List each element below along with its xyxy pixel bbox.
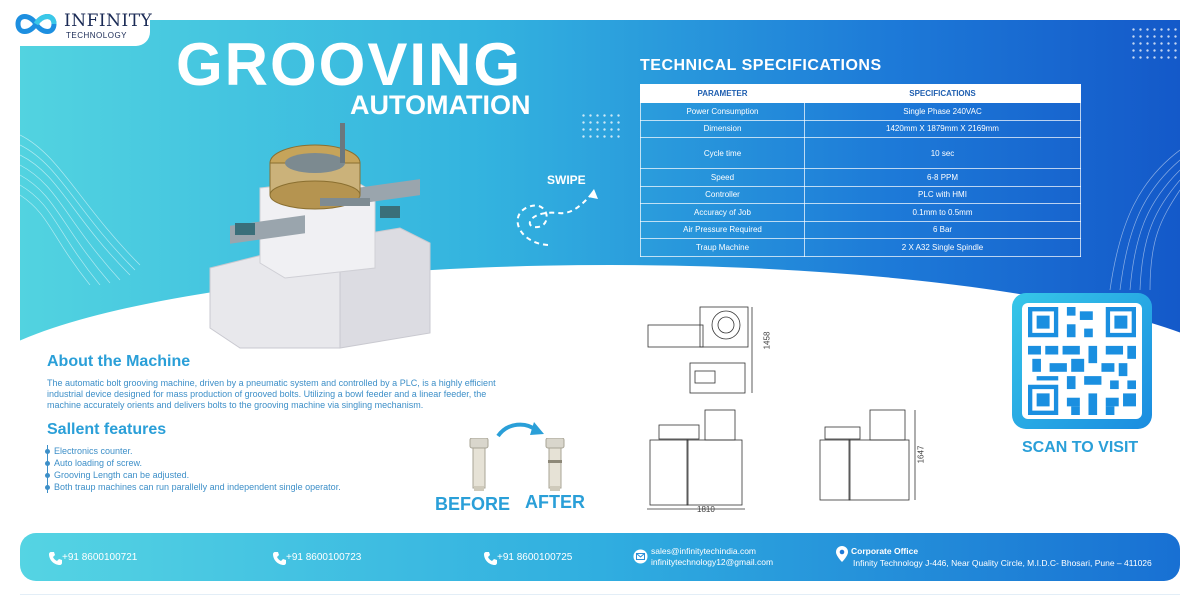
before-after-arrow-icon — [496, 422, 544, 438]
brand-sub: TECHNOLOGY — [66, 31, 128, 40]
email-2[interactable]: infinitytechnology12@gmail.com — [651, 557, 774, 567]
spec-value: 6-8 PPM — [804, 168, 1081, 187]
top-view-drawing — [647, 306, 753, 394]
phone-2[interactable]: +91 8600100723 — [286, 552, 362, 563]
mail-icon — [633, 549, 648, 564]
bolt-before-image — [469, 438, 489, 491]
phone-1[interactable]: +91 8600100721 — [62, 552, 138, 563]
specs-header-parameter: PARAMETER — [640, 84, 805, 103]
features-heading: Sallent features — [47, 421, 167, 438]
spec-value: 0.1mm to 0.5mm — [804, 203, 1081, 222]
footer-bar: +91 8600100721 +91 8600100723 +91 860010… — [20, 533, 1180, 581]
brand-name: INFINITY — [64, 11, 153, 31]
divider — [20, 594, 1180, 595]
swipe-arrow-icon[interactable] — [508, 185, 600, 251]
location-pin-icon — [836, 546, 848, 562]
dot-grid-decoration — [580, 112, 622, 142]
scan-label: SCAN TO VISIT — [1022, 439, 1139, 456]
spec-value: 1420mm X 1879mm X 2169mm — [804, 119, 1081, 138]
specs-table: PARAMETER SPECIFICATIONS Power Consumpti… — [640, 84, 1081, 257]
list-item: Electronics counter. — [45, 445, 341, 457]
dimension-label-side: 1647 — [916, 445, 926, 464]
swipe-label: SWIPE — [547, 173, 586, 187]
email-1[interactable]: sales@infinitytechindia.com — [651, 546, 757, 556]
side-view-drawing — [819, 409, 916, 501]
hero-curve — [20, 265, 1180, 350]
spec-parameter: Power Consumption — [640, 102, 805, 121]
list-item: Auto loading of screw. — [45, 457, 341, 469]
machine-illustration — [209, 123, 431, 349]
spec-parameter: Speed — [640, 168, 805, 187]
bolt-after-image — [545, 438, 565, 491]
list-item: Grooving Length can be adjusted. — [45, 469, 341, 481]
office-title: Corporate Office — [851, 546, 919, 556]
before-label: BEFORE — [435, 494, 511, 514]
dimension-label-front: 1810 — [697, 505, 715, 514]
specs-header-row: PARAMETER SPECIFICATIONS — [640, 84, 1081, 103]
spec-value: Single Phase 240VAC — [804, 102, 1081, 121]
about-text: The automatic bolt grooving machine, dri… — [47, 378, 496, 410]
spec-value: 2 X A32 Single Spindle — [804, 238, 1081, 257]
hero-subtitle: AUTOMATION — [350, 90, 531, 120]
spec-parameter: Accuracy of Job — [640, 203, 805, 222]
spec-parameter: Cycle time — [640, 137, 805, 169]
office-address: Infinity Technology J-446, Near Quality … — [853, 558, 1152, 568]
features-list: Electronics counter. Auto loading of scr… — [45, 445, 341, 493]
spec-value: 10 sec — [804, 137, 1081, 169]
infinity-logo-icon — [15, 14, 57, 34]
phone-icon — [273, 552, 286, 565]
phone-icon — [49, 552, 62, 565]
logo[interactable]: INFINITY TECHNOLOGY — [0, 0, 153, 46]
wave-decoration-left — [20, 134, 141, 285]
spec-parameter: Air Pressure Required — [640, 220, 805, 239]
dimension-label-top: 1458 — [762, 331, 772, 350]
specs-header-specifications: SPECIFICATIONS — [804, 84, 1081, 103]
after-label: AFTER — [525, 492, 585, 512]
hero-title: GROOVING — [176, 31, 523, 98]
specs-title: TECHNICAL SPECIFICATIONS — [640, 57, 882, 74]
wave-decoration-right — [1109, 149, 1180, 290]
spec-parameter: Controller — [640, 185, 805, 204]
phone-icon — [484, 552, 497, 565]
dot-grid-decoration — [1130, 26, 1178, 60]
about-heading: About the Machine — [47, 353, 191, 370]
spec-value: 6 Bar — [804, 220, 1081, 239]
phone-3[interactable]: +91 8600100725 — [497, 552, 573, 563]
spec-parameter: Traup Machine — [640, 238, 805, 257]
spec-parameter: Dimension — [640, 119, 805, 138]
spec-value: PLC with HMI — [804, 185, 1081, 204]
list-item: Both traup machines can run parallelly a… — [45, 482, 341, 492]
front-view-drawing — [647, 409, 745, 510]
qr-code[interactable] — [1012, 293, 1152, 429]
qr-code-icon — [1028, 307, 1136, 415]
